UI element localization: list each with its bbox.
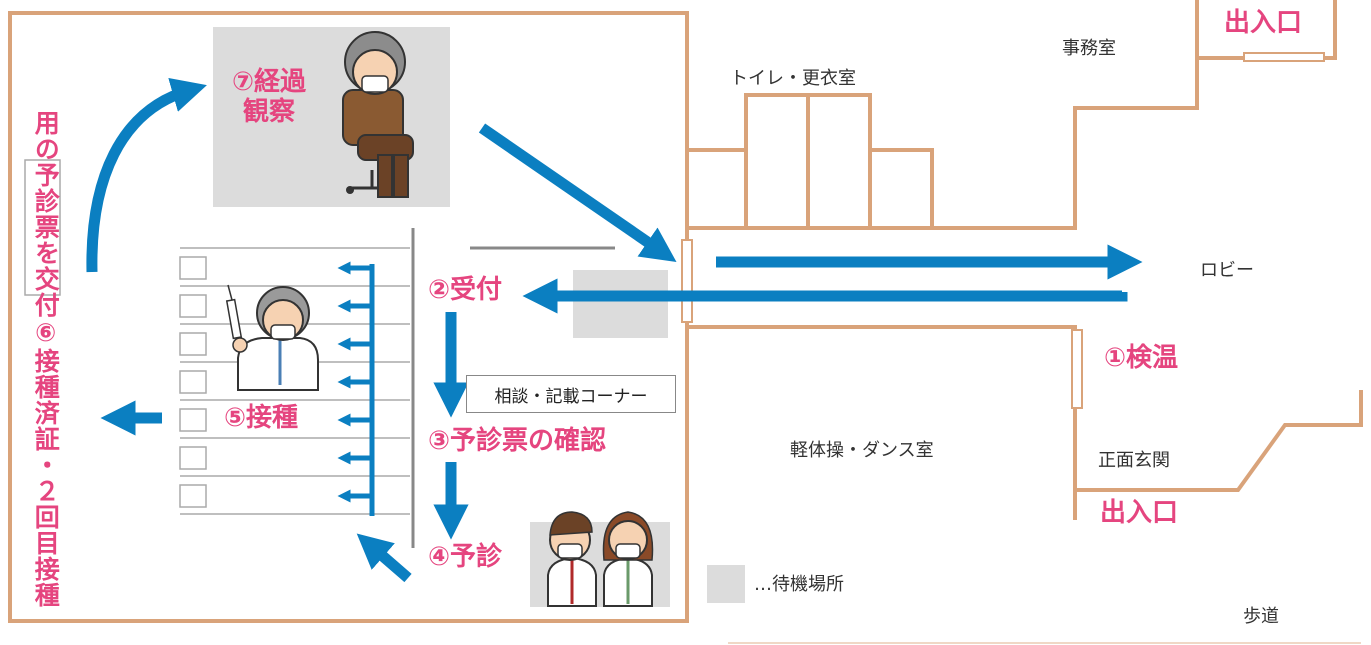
- room-sidewalk: 歩道: [1243, 606, 1279, 627]
- entrance-top: 出入口: [1224, 8, 1303, 38]
- room-entrance: 正面玄関: [1098, 450, 1170, 471]
- step-6-issue: ⑥接種済証・２回目接種 用の予診票を交付: [31, 110, 61, 608]
- room-toilet: トイレ・更衣室: [730, 68, 856, 89]
- consult-corner: 相談・記載コーナー: [466, 375, 676, 413]
- waiting-area-observation: [213, 27, 450, 207]
- step-6-line-1: ⑥接種済証・２回目接種: [31, 318, 61, 608]
- step-4-exam: ④予診: [428, 542, 503, 572]
- nurse-with-syringe-icon: [225, 284, 319, 391]
- entrance-bottom: 出入口: [1100, 498, 1179, 528]
- step-7-line-2: 観察: [243, 96, 296, 127]
- legend-waiting: …待機場所: [754, 574, 844, 595]
- door-top: [1243, 52, 1325, 62]
- step-1-temperature: ①検温: [1104, 343, 1179, 373]
- reception-desk: [24, 159, 61, 296]
- room-office: 事務室: [1062, 38, 1116, 59]
- legend-swatch: [707, 565, 745, 603]
- step-3-check: ③予診票の確認: [428, 426, 607, 456]
- step-2-reception: ②受付: [428, 275, 503, 305]
- step-6-line-2: 用の予診票を交付: [31, 110, 61, 318]
- booth-arrows: [337, 261, 375, 516]
- flow-arrows: [86, 77, 1143, 583]
- step-7-observation: ⑦経過 観察: [232, 67, 307, 128]
- elderly-patient-icon: [342, 31, 414, 198]
- door-left: [681, 239, 693, 323]
- room-lobby: ロビー: [1200, 260, 1254, 281]
- doctors-icon: [547, 511, 654, 607]
- step-5-vaccination: ⑤接種: [224, 403, 299, 433]
- door-lobby: [1071, 329, 1083, 409]
- step-7-line-1: ⑦経過: [232, 67, 307, 97]
- room-exercise: 軽体操・ダンス室: [790, 440, 934, 461]
- waiting-area-reception: [573, 270, 668, 338]
